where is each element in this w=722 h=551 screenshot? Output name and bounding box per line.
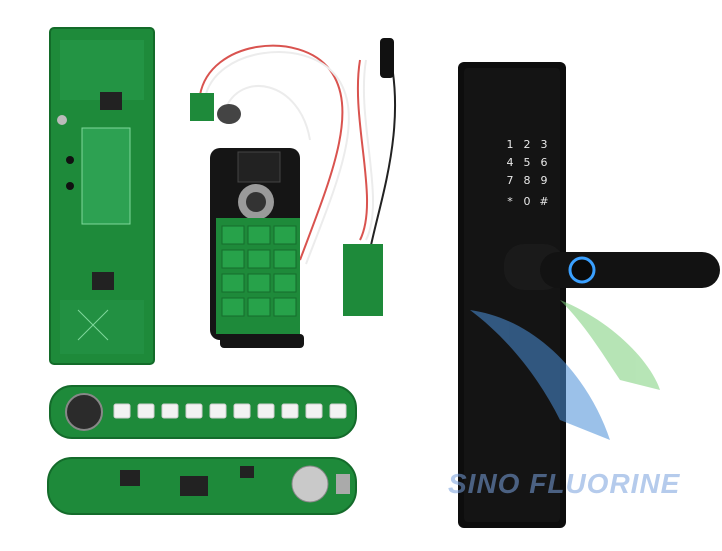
main-controller-board (47, 457, 357, 515)
keypad-key: 5 (524, 156, 531, 169)
keypad-key: 3 (541, 138, 548, 151)
keypad-key: 2 (524, 138, 531, 151)
small-connector-board (190, 93, 214, 121)
fingerprint-led-strip-board (49, 385, 357, 439)
buzzer-speaker (217, 104, 241, 124)
smart-door-lock: 1 2 3 4 5 6 7 8 9 * 0 # (458, 62, 720, 528)
keypad-key: 4 (507, 156, 514, 169)
keypad-key: 1 (507, 138, 514, 151)
keypad-key: * (507, 195, 513, 208)
fingerprint-sensor-icon (568, 256, 596, 284)
wire-harness (199, 39, 397, 265)
long-pcb-board (49, 27, 155, 365)
keypad-key: 7 (507, 174, 514, 187)
watermark-logo (470, 300, 660, 440)
keypad-key: 9 (541, 174, 548, 187)
door-handle (540, 252, 720, 288)
antenna-lead (380, 38, 394, 78)
sensor-module-board (343, 244, 383, 316)
keypad-key: 8 (524, 174, 531, 187)
keypad-key: 6 (541, 156, 548, 169)
keypad-key: 0 (524, 195, 531, 208)
keypad-assembly (210, 148, 304, 348)
watermark-text: SINO FLUORINE (448, 468, 681, 499)
keypad-key: # (539, 195, 548, 208)
